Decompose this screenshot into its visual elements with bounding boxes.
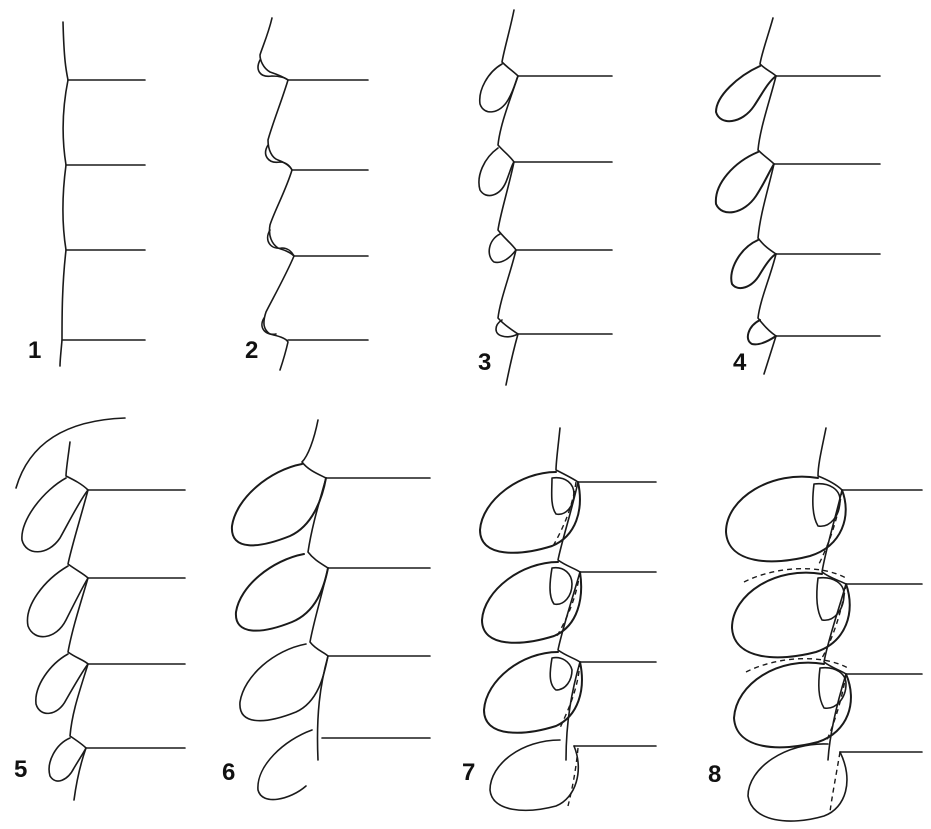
- stage-3-drawing: 3: [478, 10, 612, 385]
- stage-label-5: 5: [14, 756, 27, 783]
- stage-label-3: 3: [478, 349, 491, 376]
- segment-lines: [322, 478, 430, 738]
- stage-4-drawing: 4: [716, 18, 880, 376]
- stage-2-drawing: 2: [245, 18, 368, 370]
- segment-lines: [840, 490, 922, 752]
- limb-bud: [479, 64, 518, 337]
- stage-label-4: 4: [733, 349, 747, 376]
- limb-bud: [232, 464, 328, 800]
- segment-lines: [62, 80, 145, 340]
- stage-6-drawing: 6: [222, 420, 430, 800]
- body-wall: [498, 10, 518, 385]
- body-wall: [302, 420, 328, 760]
- stage-label-6: 6: [222, 759, 235, 786]
- stage-label-1: 1: [28, 337, 41, 364]
- inner-appendage: [813, 484, 846, 709]
- body-wall: [60, 22, 68, 366]
- segment-lines: [86, 490, 185, 748]
- segment-lines: [514, 76, 612, 334]
- body-wall: [16, 418, 125, 800]
- stage-8-drawing: 8: [708, 428, 922, 821]
- stage-5-drawing: 5: [14, 418, 185, 800]
- segment-lines: [574, 482, 656, 746]
- stage-1-drawing: 1: [28, 22, 145, 366]
- body-wall: [818, 428, 846, 760]
- stage-label-8: 8: [708, 761, 721, 788]
- dashed-outline: [744, 490, 848, 812]
- stage-label-7: 7: [462, 759, 475, 786]
- stage-7-drawing: 7: [462, 428, 656, 810]
- segment-lines: [774, 76, 880, 336]
- stage-label-2: 2: [245, 337, 258, 364]
- body-wall: [260, 18, 294, 370]
- segment-lines: [288, 80, 368, 340]
